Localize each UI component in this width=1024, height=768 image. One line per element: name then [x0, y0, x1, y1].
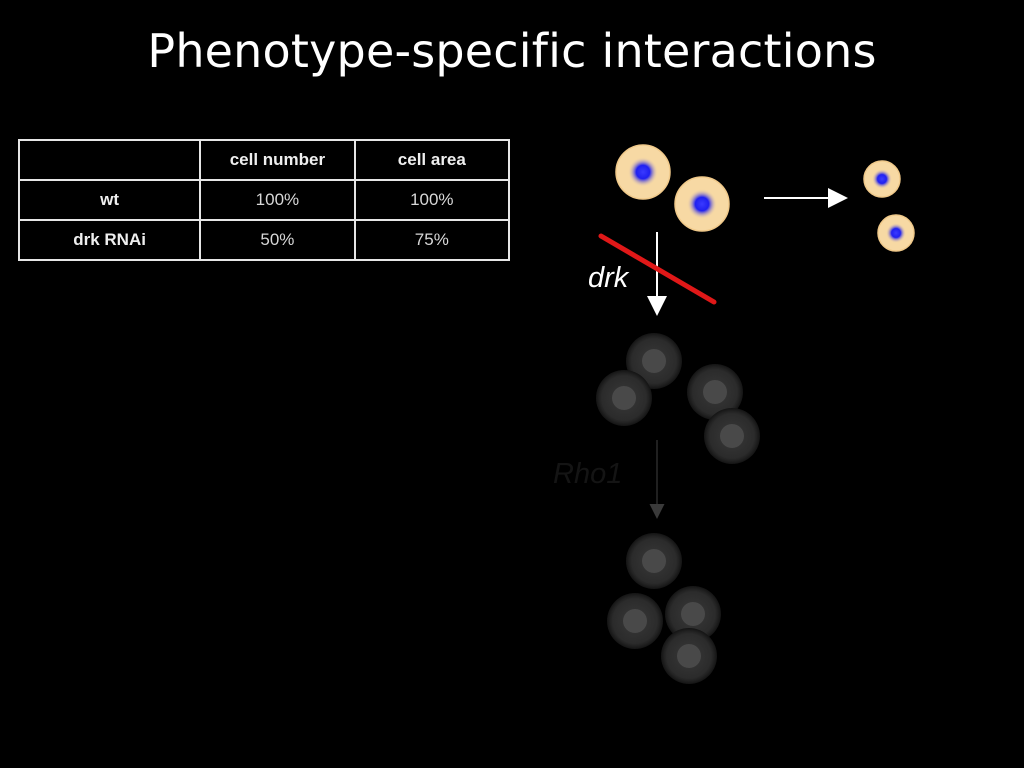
faded-cell-cluster: [596, 333, 760, 464]
rho1-label: Rho1: [553, 458, 623, 490]
drk-rnai-cell-area: 75%: [353, 219, 511, 261]
row-label-drk-rnai: drk RNAi: [17, 219, 202, 261]
large-cell: [615, 144, 671, 200]
slide-title: Phenotype-specific interactions: [147, 24, 877, 78]
row-label-wt: wt: [17, 179, 202, 221]
header-cell-empty: [17, 139, 202, 181]
large-cell: [674, 176, 730, 232]
table-row: drk RNAi 50% 75%: [17, 219, 511, 261]
inhibition-bar-icon: [598, 233, 717, 305]
phenotype-table: cell number cell area wt 100% 100% drk R…: [17, 139, 511, 261]
wt-cell-area: 100%: [353, 179, 511, 221]
table-row: wt 100% 100%: [17, 179, 511, 221]
faded-cell-cluster: [607, 533, 721, 684]
small-cell: [877, 214, 915, 252]
table-header-row: cell number cell area: [17, 139, 511, 181]
drk-rnai-cell-number: 50%: [199, 219, 356, 261]
wt-cell-number: 100%: [199, 179, 356, 221]
drk-label: drk: [588, 262, 629, 294]
header-cell-number: cell number: [199, 139, 356, 181]
small-cell: [863, 160, 901, 198]
header-cell-area: cell area: [353, 139, 511, 181]
